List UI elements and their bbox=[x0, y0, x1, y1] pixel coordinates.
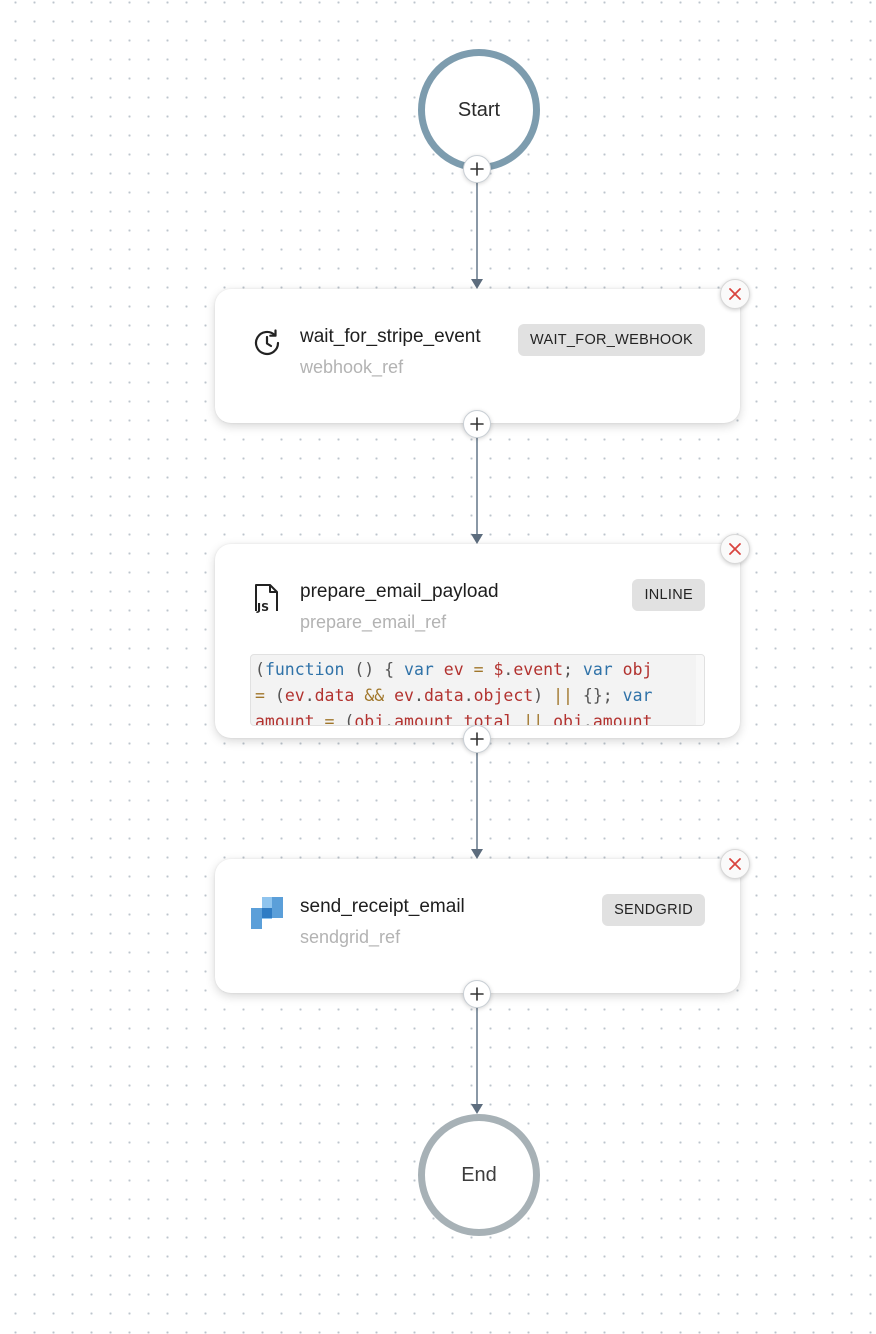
task-type-badge: INLINE bbox=[632, 579, 705, 611]
end-node[interactable]: End bbox=[418, 1114, 540, 1236]
task-card-inline[interactable]: JS prepare_email_payload prepare_email_r… bbox=[215, 534, 750, 738]
edge-task2-to-task3 bbox=[476, 753, 478, 849]
code-scrollbar[interactable] bbox=[696, 655, 704, 725]
remove-task-button[interactable] bbox=[720, 849, 750, 879]
sendgrid-icon bbox=[249, 895, 285, 931]
edge-arrowhead bbox=[471, 849, 483, 859]
remove-task-button[interactable] bbox=[720, 534, 750, 564]
end-label: End bbox=[461, 1163, 497, 1186]
start-node[interactable]: Start bbox=[418, 49, 540, 171]
edge-arrowhead bbox=[471, 534, 483, 544]
edge-start-to-task1 bbox=[476, 183, 478, 279]
svg-text:JS: JS bbox=[256, 601, 269, 614]
task-card-wait-for-webhook[interactable]: wait_for_stripe_event webhook_ref WAIT_F… bbox=[215, 279, 750, 423]
plus-icon bbox=[470, 987, 484, 1001]
task-name: prepare_email_payload bbox=[300, 581, 499, 602]
add-task-button[interactable] bbox=[463, 980, 491, 1008]
start-label: Start bbox=[457, 98, 501, 121]
task-type-badge: WAIT_FOR_WEBHOOK bbox=[518, 324, 705, 356]
add-task-button[interactable] bbox=[463, 155, 491, 183]
code-line: amount = (obj.amount_total || obj.amount bbox=[255, 712, 653, 726]
edge-task1-to-task2 bbox=[476, 438, 478, 534]
task-ref: prepare_email_ref bbox=[300, 612, 447, 632]
task-type-badge: SENDGRID bbox=[602, 894, 705, 926]
code-line: (function () { var ev = $.event; var obj bbox=[255, 660, 653, 679]
task-card-sendgrid[interactable]: send_receipt_email sendgrid_ref SENDGRID bbox=[215, 849, 750, 993]
remove-task-button[interactable] bbox=[720, 279, 750, 309]
plus-icon bbox=[470, 162, 484, 176]
edge-task3-to-end bbox=[476, 1008, 478, 1104]
edge-arrowhead bbox=[471, 279, 483, 289]
plus-icon bbox=[470, 732, 484, 746]
clock-icon bbox=[249, 325, 285, 361]
javascript-file-icon: JS bbox=[249, 580, 285, 616]
edge-arrowhead bbox=[471, 1104, 483, 1114]
close-icon bbox=[729, 543, 741, 555]
close-icon bbox=[729, 858, 741, 870]
task-name: wait_for_stripe_event bbox=[300, 326, 481, 347]
task-ref: webhook_ref bbox=[300, 357, 404, 377]
close-icon bbox=[729, 288, 741, 300]
add-task-button[interactable] bbox=[463, 410, 491, 438]
plus-icon bbox=[470, 417, 484, 431]
task-name: send_receipt_email bbox=[300, 896, 465, 917]
add-task-button[interactable] bbox=[463, 725, 491, 753]
inline-code-preview[interactable]: (function () { var ev = $.event; var obj… bbox=[250, 654, 705, 726]
task-ref: sendgrid_ref bbox=[300, 927, 401, 947]
code-line: = (ev.data && ev.data.object) || {}; var bbox=[255, 686, 653, 705]
